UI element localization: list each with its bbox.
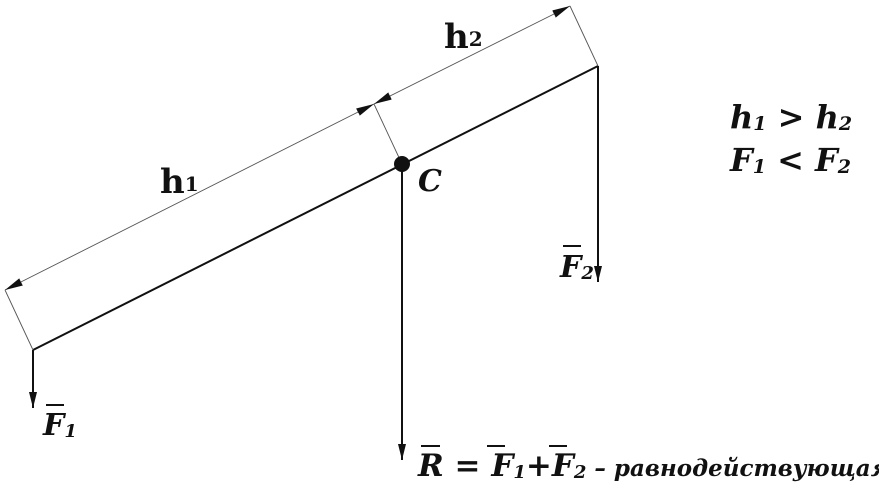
- relation-h: h1 > h2: [730, 98, 852, 136]
- relation-f: F1 < F2: [729, 141, 851, 179]
- h1-label: h1: [160, 162, 199, 202]
- eq-f1: F: [490, 448, 515, 484]
- f2-label: F2: [559, 250, 594, 285]
- h2-label: h2: [444, 17, 483, 57]
- eq-r: R: [417, 448, 444, 484]
- resultant-equation: R = F1+F2 – равнодействующая: [417, 448, 879, 484]
- f1-label: F1: [42, 408, 77, 443]
- h-extension-middle: [373, 103, 403, 165]
- h2-extension-right: [569, 5, 599, 67]
- h1-dimension-line: [4, 103, 375, 291]
- eq-f2: F: [551, 448, 576, 484]
- h2-dimension-line: [373, 5, 571, 105]
- lever-beam: [32, 65, 599, 351]
- h1-extension-left: [4, 289, 34, 351]
- point-c-dot: [394, 156, 410, 172]
- point-c-label: C: [418, 164, 442, 199]
